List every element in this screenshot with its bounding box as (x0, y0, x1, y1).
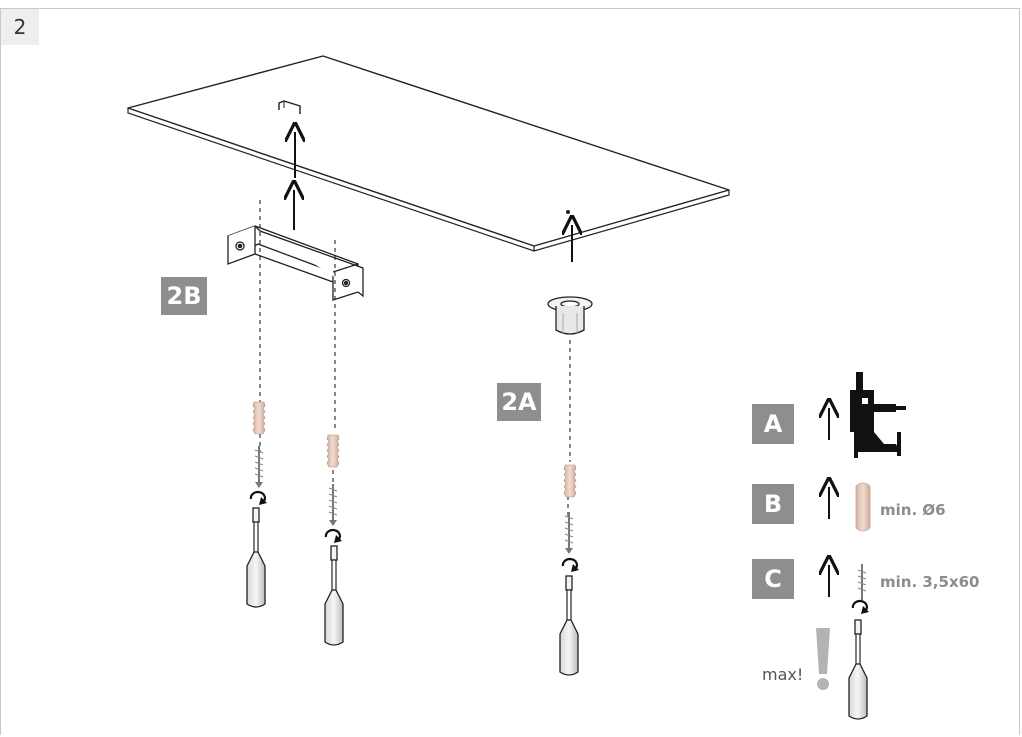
screw-size-note: min. 3,5x60 (880, 573, 980, 591)
plug-size-note: min. Ø6 (880, 501, 946, 519)
rotate-icon (324, 528, 344, 545)
spacer-sleeve (547, 296, 593, 335)
screw-icon (564, 511, 574, 555)
max-warning-text: max! (762, 665, 804, 684)
legend-b-badge: B (752, 484, 794, 524)
screwdriver-icon (246, 507, 266, 608)
step-number: 2 (1, 9, 39, 45)
wall-plug-icon (326, 434, 340, 468)
step-2a-badge: 2A (497, 383, 541, 421)
screw-icon (328, 483, 338, 527)
exclamation-icon (816, 628, 830, 690)
wall-plug-icon (252, 401, 266, 435)
wall-plug-icon (563, 464, 577, 498)
wall-bracket (227, 225, 364, 301)
wall-plug-icon (855, 482, 871, 532)
screwdriver-icon (324, 545, 344, 646)
drill-icon (850, 372, 906, 458)
step-2b-badge: 2B (161, 277, 207, 315)
diagram-frame (0, 8, 1020, 735)
screwdriver-icon (848, 619, 868, 720)
legend-a-badge: A (752, 404, 794, 444)
screw-icon (857, 564, 867, 600)
ceiling-panel (127, 55, 730, 252)
panel-clip (278, 100, 301, 114)
screw-icon (254, 445, 264, 489)
legend-c-badge: C (752, 559, 794, 599)
rotate-icon (249, 490, 269, 507)
rotate-icon (561, 557, 581, 574)
screwdriver-icon (559, 575, 579, 676)
rotate-icon (851, 599, 871, 616)
panel-hole (566, 210, 570, 214)
